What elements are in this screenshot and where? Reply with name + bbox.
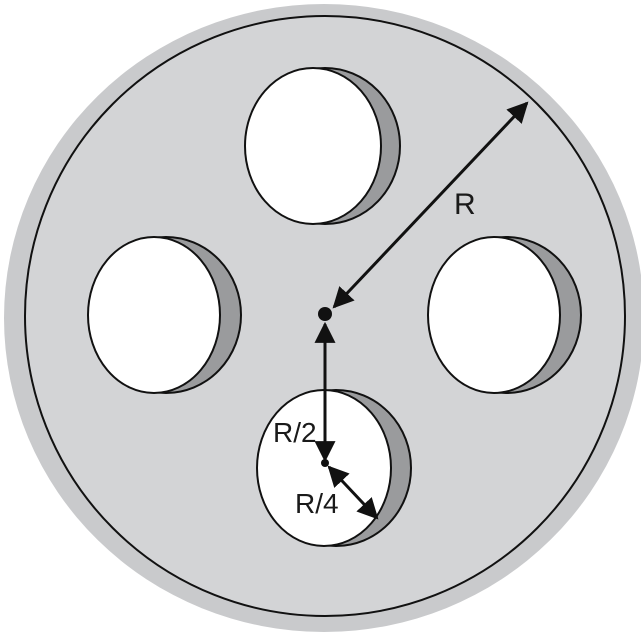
hole-offset-label: R/2: [273, 417, 317, 448]
hole-left: [87, 236, 242, 394]
hole-center-dot: [321, 459, 329, 467]
hole-bottom: [256, 389, 412, 547]
hole-radius-arrow: [327, 465, 379, 520]
hole-top: [244, 67, 401, 225]
outer-radius-label: R: [454, 188, 476, 221]
hole-top-opening: [244, 67, 382, 225]
hole-radius-label: R/4: [295, 488, 339, 519]
radius-arrow: [332, 101, 529, 309]
hole-right-opening: [427, 236, 561, 394]
hole-left-opening: [87, 236, 221, 394]
disk-center-dot: [318, 307, 332, 321]
hole-right: [427, 236, 582, 394]
